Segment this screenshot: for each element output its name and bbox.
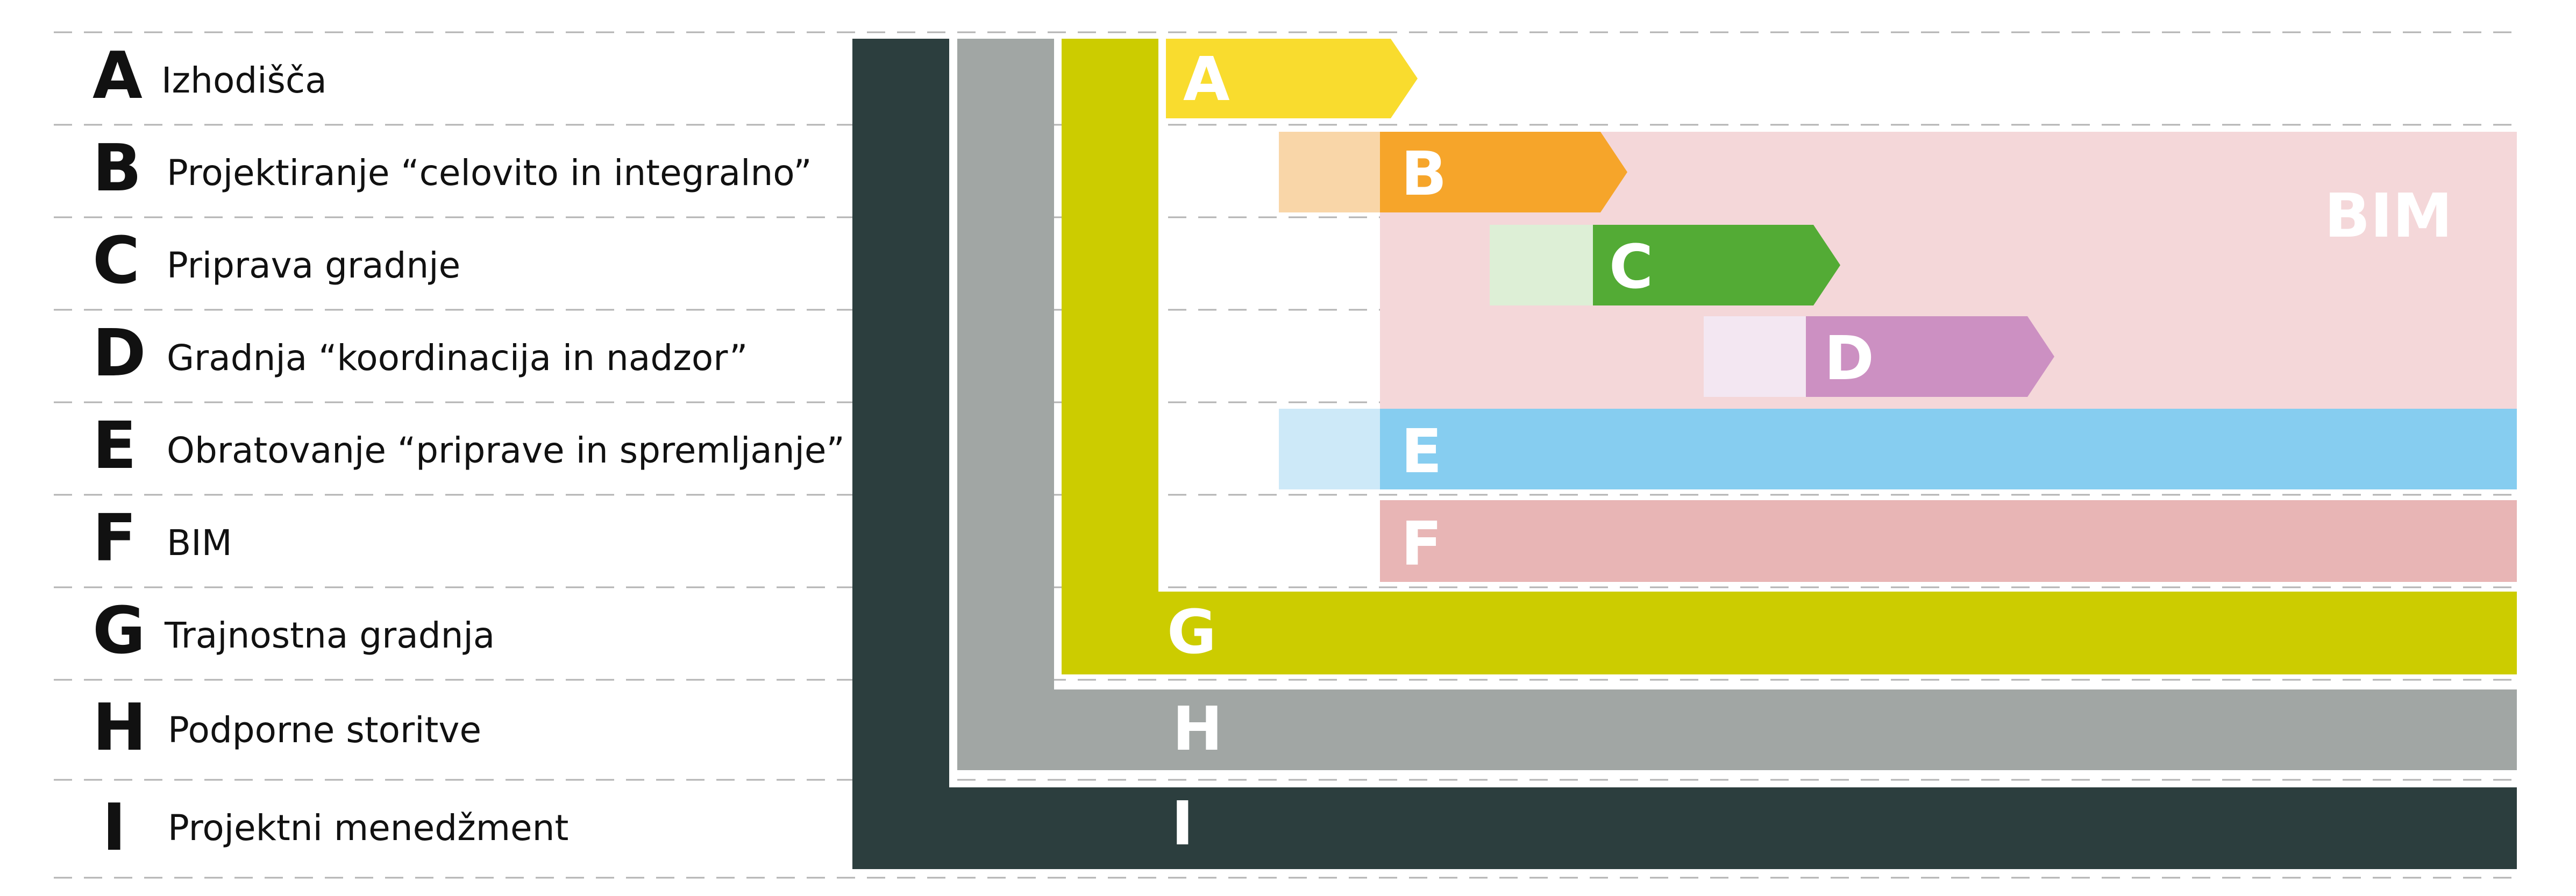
band-g-letter: G [1167, 598, 1216, 667]
legend-letter-h: H [92, 691, 146, 765]
legend-letter-g: G [92, 594, 146, 669]
legend-label-a: Izhodišča [161, 60, 327, 101]
band-h: H [957, 39, 2517, 770]
band-e: E [1279, 409, 2517, 489]
legend-label-f: BIM [167, 522, 232, 564]
band-h-horizontal [1054, 689, 2517, 770]
band-e-lead [1279, 409, 1381, 489]
arrow-b-letter: B [1401, 139, 1447, 209]
band-i-letter: I [1171, 789, 1194, 859]
legend-letter-i: I [102, 791, 126, 865]
band-e-bar [1380, 409, 2517, 489]
legend-letter-b: B [92, 131, 141, 206]
legend-label-g: Trajnostna gradnja [164, 615, 495, 656]
arrow-c-lead [1490, 225, 1593, 305]
arrow-b: B [1279, 132, 1627, 212]
legend-letter-e: E [92, 409, 137, 483]
band-g: G [1062, 39, 2517, 674]
band-h-vertical [957, 39, 1054, 770]
arrow-d-letter: D [1824, 324, 1874, 394]
legend-letter-d: D [92, 316, 146, 391]
legend-letters: A B C D E F G H I [92, 39, 146, 865]
band-g-vertical [1062, 39, 1158, 674]
arrow-c-shape [1593, 225, 1840, 305]
arrow-a-shape [1166, 39, 1418, 118]
legend-label-h: Podporne storitve [168, 709, 481, 751]
arrow-a: A [1166, 39, 1418, 118]
band-i-vertical [852, 39, 949, 787]
arrow-d-shape [1806, 316, 2054, 397]
legend-letter-f: F [92, 501, 137, 576]
arrow-c-letter: C [1609, 232, 1653, 302]
band-f: F [1380, 500, 2517, 582]
legend-labels: Izhodišča Projektiranje “celovito in int… [161, 60, 845, 849]
band-f-bar [1380, 500, 2517, 582]
arrow-d: D [1704, 316, 2054, 397]
legend-label-c: Priprava gradnje [167, 245, 460, 286]
arrow-b-lead [1279, 132, 1381, 212]
legend-letter-a: A [92, 39, 143, 113]
legend-label-d: Gradnja “koordinacija in nadzor” [167, 337, 748, 379]
band-e-letter: E [1401, 417, 1442, 487]
band-f-letter: F [1401, 509, 1442, 579]
legend-label-i: Projektni menedžment [168, 807, 568, 849]
bim-area-label: BIM [2324, 181, 2453, 251]
arrow-c: C [1490, 225, 1840, 305]
legend-label-b: Projektiranje “celovito in integralno” [167, 152, 812, 194]
band-g-horizontal [1158, 592, 2517, 674]
arrow-a-letter: A [1183, 45, 1230, 115]
arrow-d-lead [1704, 316, 1806, 397]
legend-label-e: Obratovanje “priprave in spremljanje” [167, 430, 845, 471]
band-i-horizontal [852, 787, 2517, 869]
band-h-letter: H [1172, 694, 1223, 764]
arrow-b-shape [1380, 132, 1627, 212]
band-i: I [852, 39, 2517, 869]
legend-letter-c: C [92, 224, 140, 298]
